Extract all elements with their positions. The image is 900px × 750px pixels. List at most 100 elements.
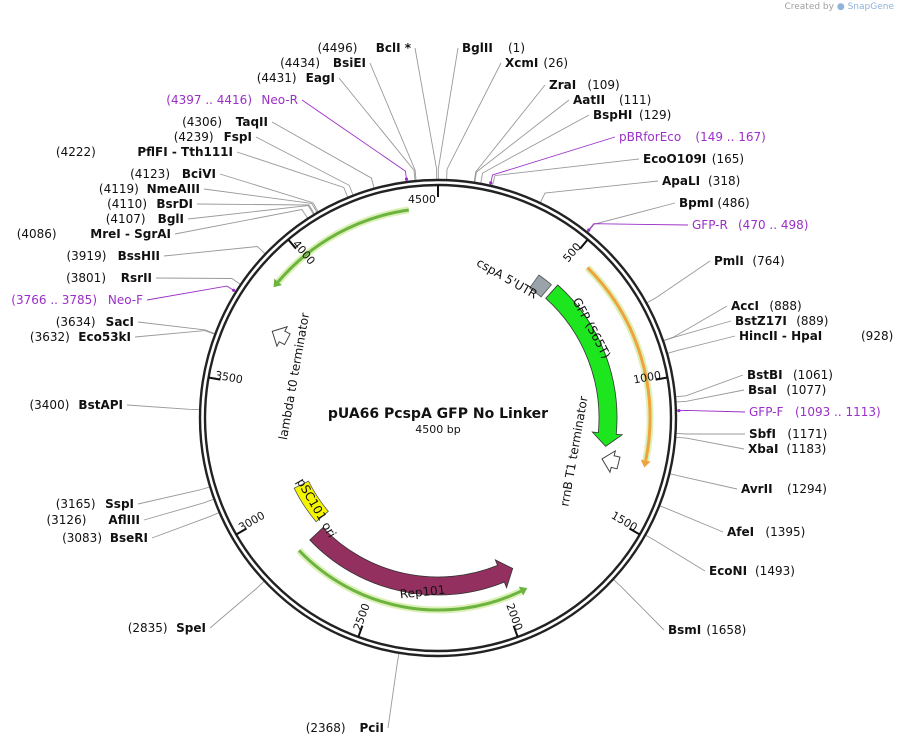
- site-eco53ki: Eco53kI(3632): [30, 330, 131, 344]
- site-bcli-name: BclI *: [376, 41, 412, 55]
- site-pflfi-tth111i-name: PflFI - Tth111I: [137, 145, 233, 159]
- site-pbrforeco-marker: [489, 181, 493, 185]
- site-bpmi-position: (486): [717, 196, 749, 210]
- tick-mark-2500: [357, 625, 364, 638]
- site-pmli-name: PmlI: [714, 254, 744, 268]
- site-avrii-name: AvrII: [741, 482, 773, 496]
- site-bpmi: BpmI(486): [679, 196, 750, 210]
- site-bgli-name: BglI: [158, 212, 184, 226]
- site-afei-position: (1395): [765, 525, 805, 539]
- site-bsrdi-name: BsrDI: [156, 197, 193, 211]
- leader-lines: [126, 47, 746, 729]
- site-nmeaiii: NmeAIII(4119): [99, 182, 200, 196]
- site-rsrii: RsrII(3801): [66, 271, 152, 285]
- site-sspi-leader: [137, 486, 211, 505]
- site-neo-f-leader: [146, 285, 237, 301]
- site-bseri-name: BseRI: [110, 531, 148, 545]
- orf-bands: [273, 206, 654, 614]
- site-taqii: TaqII(4306): [182, 115, 268, 129]
- site-bstbi-name: BstBI: [747, 368, 783, 382]
- site-nmeaiii-name: NmeAIII: [147, 182, 200, 196]
- site-xbai-position: (1183): [786, 442, 826, 456]
- green-orf-left-head: [273, 278, 282, 288]
- site-aatii-leader: [474, 99, 570, 183]
- site-bcli: BclI *(4496): [317, 41, 411, 55]
- tick-label-3000: 3000: [236, 509, 267, 534]
- site-bsphi-name: BspHI: [593, 108, 632, 122]
- site-hincii-hpai-name: HincII - HpaI: [739, 329, 822, 343]
- tick-label-2000: 2000: [503, 602, 525, 633]
- site-fspi-name: FspI: [224, 130, 252, 144]
- site-zrai: ZraI(109): [549, 78, 620, 92]
- site-bsiei-position: (4434): [280, 56, 320, 70]
- site-afliii-name: AflIII: [108, 513, 140, 527]
- site-bsmi: BsmI (1658): [668, 623, 746, 637]
- site-neo-r-name: Neo-R: [261, 93, 298, 107]
- snapgene-logo-icon: ●: [836, 2, 845, 12]
- site-bstapi-name: BstAPI: [78, 398, 123, 412]
- orange-orf-head: [640, 459, 651, 468]
- site-bcivi-leader: [219, 173, 319, 213]
- site-eco53ki-leader: [134, 330, 216, 338]
- site-sspi: SspI (3165): [56, 497, 134, 511]
- site-bsrdi-leader: [196, 203, 316, 215]
- green-orf-left-line: [276, 208, 410, 283]
- site-pflfi-tth111i-position: (4222): [56, 145, 96, 159]
- site-bcivi-name: BciVI: [182, 167, 216, 181]
- site-xbai-name: XbaI: [748, 442, 778, 456]
- site-afei-name: AfeI: [727, 525, 754, 539]
- site-bstbi-leader: [675, 374, 744, 398]
- site-bseri: BseRI(3083): [62, 531, 148, 545]
- site-sbfi: SbfI(1171): [749, 427, 827, 441]
- tick-mark-3500: [208, 376, 221, 381]
- site-apali-leader: [539, 180, 659, 204]
- site-bsmi-name: BsmI: [668, 623, 701, 637]
- site-acci: AccI(888): [731, 299, 802, 313]
- site-bsshii-name: BssHII: [118, 249, 160, 263]
- site-ecoo109i-name: EcoO109I: [643, 152, 706, 166]
- feature-rrnb-t1-terminator-symbol: [601, 449, 621, 474]
- site-bsrdi-position: (4110): [107, 197, 147, 211]
- site-bstbi: BstBI(1061): [747, 368, 833, 382]
- site-spei: SpeI(2835): [128, 621, 206, 635]
- site-saci-position: (3634): [56, 315, 96, 329]
- tick-mark-3000: [235, 527, 248, 536]
- site-eagi-position: (4431): [257, 71, 297, 85]
- site-avrii: AvrII(1294): [741, 482, 827, 496]
- site-bglii-name: BglII: [462, 41, 493, 55]
- site-bgli-leader: [187, 205, 315, 220]
- site-taqii-position: (4306): [182, 115, 222, 129]
- plasmid-name: pUA66 PcspA GFP No Linker: [328, 406, 548, 422]
- site-afei: AfeI (1395): [727, 525, 805, 539]
- site-econi-position: (1493): [755, 564, 795, 578]
- credit-prefix: Created by: [784, 2, 834, 12]
- site-gfp-r-position: (470 .. 498): [738, 218, 808, 232]
- site-neo-r-position: (4397 .. 4416): [166, 93, 252, 107]
- site-econi-leader: [645, 534, 706, 572]
- tick-label-4500: 4500: [408, 193, 436, 206]
- site-fspi-position: (4239): [174, 130, 214, 144]
- site-bsmi-position: (1658): [706, 623, 746, 637]
- site-xcmi: XcmI(26): [505, 56, 568, 70]
- site-aatii-position: (111): [619, 93, 651, 107]
- site-gfp-f-leader: [675, 409, 746, 413]
- orange-orf-line: [586, 266, 652, 461]
- site-bsphi-leader: [480, 114, 590, 184]
- site-sspi-name: SspI: [105, 497, 134, 511]
- site-xcmi-name: XcmI: [505, 56, 538, 70]
- site-avrii-leader: [669, 473, 738, 490]
- site-zrai-leader: [473, 84, 546, 183]
- feature-label-rrnb-t1-terminator: rrnB T1 terminator: [557, 395, 590, 507]
- site-xbai: XbaI (1183): [748, 442, 826, 456]
- site-sbfi-name: SbfI: [749, 427, 776, 441]
- site-gfp-f-position: (1093 .. 1113): [795, 405, 881, 419]
- site-bsmi-leader: [612, 578, 665, 631]
- site-sspi-position: (3165): [56, 497, 96, 511]
- site-bsiei: BsiEI(4434): [280, 56, 366, 70]
- snapgene-credit: Created by ● SnapGene: [784, 2, 894, 12]
- site-taqii-leader: [271, 121, 375, 189]
- site-pflfi-tth111i-leader: [236, 151, 349, 198]
- feature-label-psc101-ori: pSC101 ori: [294, 476, 339, 540]
- site-spei-leader: [209, 580, 265, 629]
